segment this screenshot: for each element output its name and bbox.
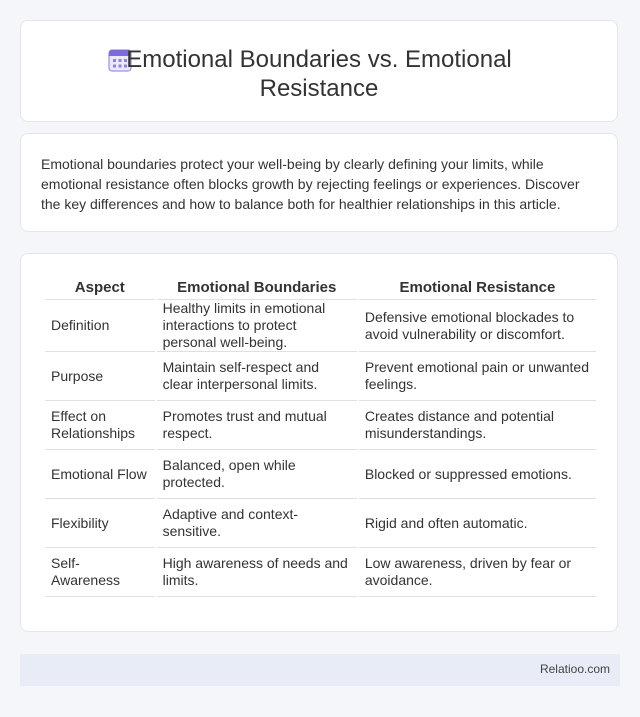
footer-site-link[interactable]: Relatioo.com bbox=[539, 662, 610, 676]
table-row: Effect on Relationships Promotes trust a… bbox=[45, 401, 596, 450]
page-title-line1: Emotional Boundaries vs. Emotional bbox=[126, 46, 512, 73]
table-header-row: Aspect Emotional Boundaries Emotional Re… bbox=[45, 276, 596, 300]
table-row: Purpose Maintain self-respect and clear … bbox=[45, 352, 596, 401]
cell-boundaries: High awareness of needs and limits. bbox=[156, 548, 357, 597]
header-aspect: Aspect bbox=[45, 276, 155, 300]
header-emotional-boundaries: Emotional Boundaries bbox=[156, 276, 357, 300]
header-emotional-resistance: Emotional Resistance bbox=[358, 276, 596, 300]
table-row: Flexibility Adaptive and context-sensiti… bbox=[45, 499, 596, 548]
cell-resistance: Blocked or suppressed emotions. bbox=[358, 450, 596, 499]
cell-resistance: Rigid and often automatic. bbox=[358, 499, 596, 548]
table-row: Emotional Flow Balanced, open while prot… bbox=[45, 450, 596, 499]
cell-boundaries: Adaptive and context-sensitive. bbox=[156, 499, 357, 548]
cell-boundaries: Healthy limits in emotional interactions… bbox=[156, 300, 357, 352]
cell-resistance: Prevent emotional pain or unwanted feeli… bbox=[358, 352, 596, 401]
cell-boundaries: Balanced, open while protected. bbox=[156, 450, 357, 499]
footer-bar: Relatioo.com bbox=[20, 654, 620, 686]
comparison-table: Aspect Emotional Boundaries Emotional Re… bbox=[43, 276, 598, 597]
comparison-card: Aspect Emotional Boundaries Emotional Re… bbox=[20, 253, 618, 632]
cell-resistance: Defensive emotional blockades to avoid v… bbox=[358, 300, 596, 352]
table-row: Definition Healthy limits in emotional i… bbox=[45, 300, 596, 352]
cell-boundaries: Maintain self-respect and clear interper… bbox=[156, 352, 357, 401]
cell-aspect: Self-Awareness bbox=[45, 548, 155, 597]
cell-aspect: Definition bbox=[45, 300, 155, 352]
page-title: Emotional Boundaries vs. Emotional Resis… bbox=[21, 45, 617, 103]
intro-text: Emotional boundaries protect your well-b… bbox=[41, 156, 580, 212]
intro-card: Emotional boundaries protect your well-b… bbox=[20, 133, 618, 232]
table-row: Self-Awareness High awareness of needs a… bbox=[45, 548, 596, 597]
page-title-line2: Resistance bbox=[259, 75, 379, 102]
title-card: Emotional Boundaries vs. Emotional Resis… bbox=[20, 20, 618, 122]
cell-aspect: Effect on Relationships bbox=[45, 401, 155, 450]
cell-aspect: Flexibility bbox=[45, 499, 155, 548]
cell-aspect: Purpose bbox=[45, 352, 155, 401]
cell-boundaries: Promotes trust and mutual respect. bbox=[156, 401, 357, 450]
calendar-icon bbox=[108, 49, 132, 72]
cell-aspect: Emotional Flow bbox=[45, 450, 155, 499]
cell-resistance: Creates distance and potential misunders… bbox=[358, 401, 596, 450]
cell-resistance: Low awareness, driven by fear or avoidan… bbox=[358, 548, 596, 597]
